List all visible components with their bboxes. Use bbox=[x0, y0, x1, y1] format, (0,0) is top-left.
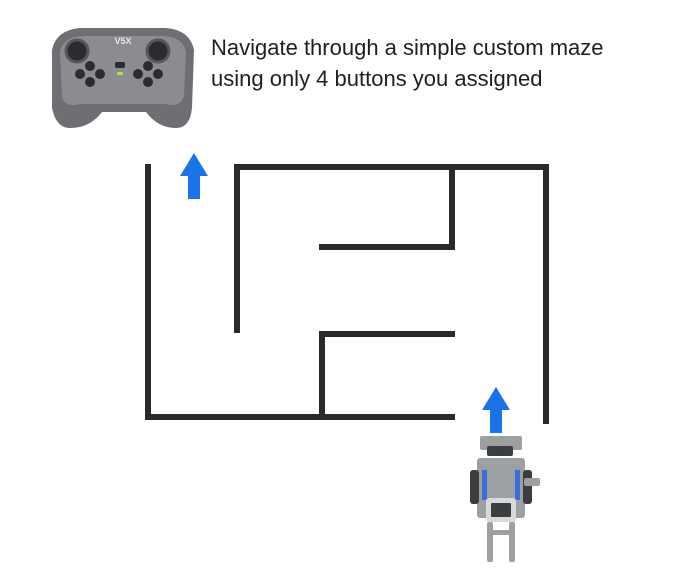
right-button-top bbox=[143, 61, 153, 71]
left-button-bottom bbox=[85, 77, 95, 87]
controller-led bbox=[117, 72, 123, 75]
maze-outer-wall bbox=[145, 164, 325, 420]
controller-brand-mark: V5X bbox=[114, 36, 131, 46]
maze-inner-wall-lower bbox=[319, 331, 455, 420]
maze bbox=[145, 164, 549, 424]
robot-left-wheel bbox=[470, 470, 479, 504]
right-joystick bbox=[145, 38, 171, 64]
maze-inner-wall-upper bbox=[319, 164, 455, 250]
robot-right-claw bbox=[509, 522, 515, 562]
controller-image: V5X bbox=[52, 28, 194, 128]
left-button-right bbox=[95, 69, 105, 79]
instruction-text: Navigate through a simple custom maze us… bbox=[211, 32, 681, 94]
robot-image bbox=[470, 436, 540, 562]
instruction-line-1: Navigate through a simple custom maze bbox=[211, 35, 604, 60]
left-button-left bbox=[75, 69, 85, 79]
right-button-bottom bbox=[143, 77, 153, 87]
maze-top-wall bbox=[234, 164, 549, 424]
center-button bbox=[115, 62, 125, 68]
robot-side-arm bbox=[524, 478, 540, 486]
robot-arrow-icon bbox=[482, 387, 510, 433]
right-button-right bbox=[153, 69, 163, 79]
left-joystick bbox=[64, 38, 90, 64]
instruction-line-2: using only 4 buttons you assigned bbox=[211, 66, 543, 91]
robot-left-accent bbox=[482, 470, 487, 500]
exit-arrow-icon bbox=[180, 153, 208, 199]
left-button-top bbox=[85, 61, 95, 71]
robot-brain-screen bbox=[491, 503, 511, 517]
right-button-left bbox=[133, 69, 143, 79]
robot-sensor bbox=[487, 446, 513, 456]
robot-claw-crossbar bbox=[487, 530, 515, 535]
robot-right-accent bbox=[515, 470, 520, 500]
robot-right-wheel bbox=[523, 470, 532, 504]
robot-left-claw bbox=[487, 522, 493, 562]
